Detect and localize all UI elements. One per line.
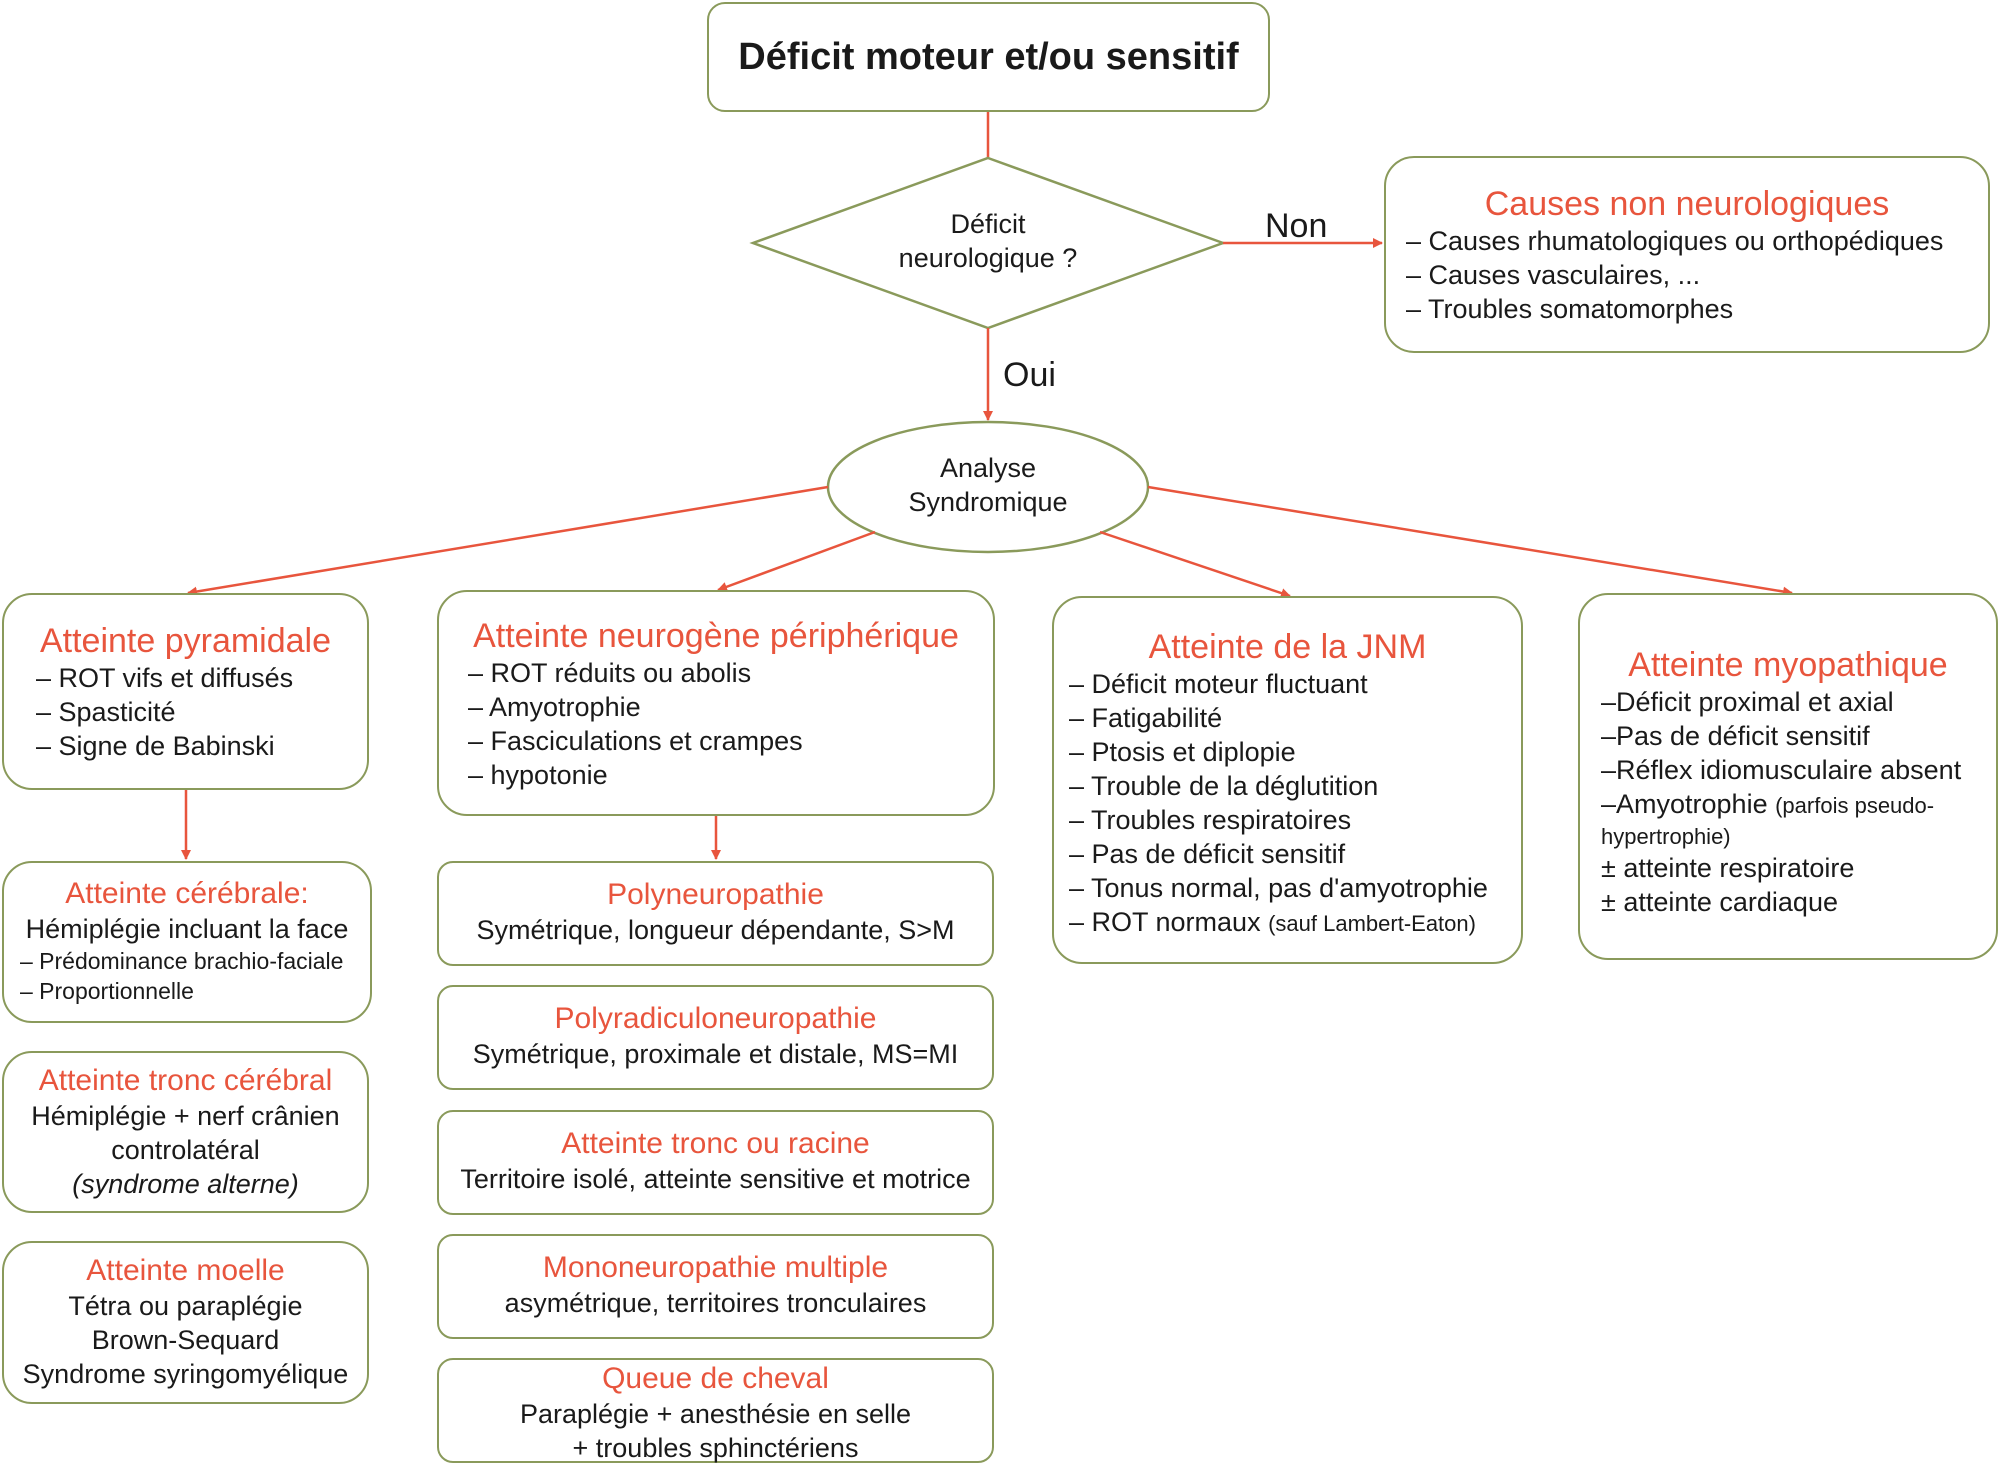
queue-cheval-box: Queue de cheval Paraplégie + anesthésie …	[437, 1358, 994, 1463]
neurogene-item: – Amyotrophie	[468, 692, 641, 722]
analysis-line2: Syndromique	[908, 487, 1068, 517]
myopathique-amyo-note1: (parfois pseudo-	[1775, 793, 1935, 818]
polyradiculo-box: Polyradiculoneuropathie Symétrique, prox…	[437, 985, 994, 1090]
mononeuro-title: Mononeuropathie multiple	[542, 1251, 889, 1284]
neurogene-title: Atteinte neurogène périphérique	[473, 617, 959, 655]
start-box: Déficit moteur et/ou sensitif	[707, 2, 1270, 112]
polyneuro-line: Symétrique, longueur dépendante, S>M	[476, 915, 955, 945]
tronc-racine-line: Territoire isolé, atteinte sensitive et …	[460, 1164, 971, 1194]
polyneuro-title: Polyneuropathie	[607, 878, 824, 911]
myopathique-item: –Réflex idiomusculaire absent	[1601, 755, 1962, 785]
mononeuro-line: asymétrique, territoires tronculaires	[504, 1288, 927, 1318]
start-title: Déficit moteur et/ou sensitif	[738, 36, 1239, 78]
decision-line1: Déficit	[950, 209, 1026, 239]
cerebrale-box: Atteinte cérébrale: Hémiplégie incluant …	[2, 861, 372, 1023]
non-neuro-item: – Causes vasculaires, ...	[1406, 260, 1701, 290]
neurogene-item: – Fasciculations et crampes	[468, 726, 803, 756]
cerebrale-title: Atteinte cérébrale:	[65, 877, 309, 910]
mononeuro-box: Mononeuropathie multiple asymétrique, te…	[437, 1234, 994, 1339]
myopathique-item: –Déficit proximal et axial	[1601, 687, 1894, 717]
tronc-cerebral-line1: Hémiplégie + nerf crânien	[31, 1101, 340, 1131]
myopathique-amyo: –Amyotrophie	[1601, 789, 1768, 819]
arrow-to-myopathique	[1147, 485, 1793, 597]
pyramidale-item: – ROT vifs et diffusés	[36, 663, 294, 693]
polyradiculo-title: Polyradiculoneuropathie	[554, 1002, 877, 1035]
non-neuro-box: Causes non neurologiques – Causes rhumat…	[1384, 156, 1990, 353]
jnm-last-item: – ROT normaux	[1069, 907, 1261, 937]
queue-cheval-line1: Paraplégie + anesthésie en selle	[519, 1399, 912, 1429]
jnm-box: Atteinte de la JNM – Déficit moteur fluc…	[1052, 596, 1523, 964]
neurogene-box: Atteinte neurogène périphérique – ROT ré…	[437, 590, 995, 816]
pyramidale-title: Atteinte pyramidale	[39, 622, 332, 660]
myopathique-item-amyo: –Amyotrophie (parfois pseudo-	[1601, 787, 1996, 823]
tronc-cerebral-title: Atteinte tronc cérébral	[38, 1064, 333, 1097]
non-neuro-item: – Causes rhumatologiques ou orthopédique…	[1406, 226, 1944, 256]
tronc-cerebral-line2: controlatéral	[111, 1135, 260, 1165]
queue-cheval-line2: + troubles sphinctériens	[572, 1433, 859, 1463]
pyramidale-box: Atteinte pyramidale – ROT vifs et diffus…	[2, 593, 369, 790]
jnm-item: – Ptosis et diplopie	[1069, 737, 1296, 767]
tronc-cerebral-line3: (syndrome alterne)	[72, 1169, 299, 1199]
decision-text: Déficit neurologique ?	[848, 207, 1128, 275]
jnm-item: – Fatigabilité	[1069, 703, 1223, 733]
myopathique-extra: ± atteinte respiratoire	[1601, 853, 1855, 883]
myopathique-box: Atteinte myopathique –Déficit proximal e…	[1578, 593, 1998, 960]
jnm-item: – Trouble de la déglutition	[1069, 771, 1379, 801]
analysis-line1: Analyse	[939, 453, 1037, 483]
cerebrale-subitem: – Proportionnelle	[20, 978, 194, 1004]
myopathique-item: –Pas de déficit sensitif	[1601, 721, 1870, 751]
jnm-item: – Troubles respiratoires	[1069, 805, 1352, 835]
moelle-box: Atteinte moelle Tétra ou paraplégie Brow…	[2, 1241, 369, 1404]
jnm-last-note: (sauf Lambert-Eaton)	[1268, 911, 1476, 936]
myopathique-extra: ± atteinte cardiaque	[1601, 887, 1838, 917]
moelle-line: Brown-Sequard	[91, 1325, 280, 1355]
arrow-to-neurogene	[717, 530, 876, 592]
jnm-item: – Tonus normal, pas d'amyotrophie	[1069, 873, 1488, 903]
tronc-racine-title: Atteinte tronc ou racine	[561, 1127, 870, 1160]
jnm-item: – Déficit moteur fluctuant	[1069, 669, 1368, 699]
non-label: Non	[1265, 207, 1328, 245]
arrow-to-pyramidale	[187, 485, 829, 597]
myopathique-amyo-note2: hypertrophie)	[1601, 824, 1731, 849]
polyradiculo-line: Symétrique, proximale et distale, MS=MI	[472, 1039, 959, 1069]
queue-cheval-title: Queue de cheval	[602, 1362, 829, 1395]
non-neuro-item: – Troubles somatomorphes	[1406, 294, 1734, 324]
moelle-line: Tétra ou paraplégie	[68, 1291, 303, 1321]
cerebrale-subitem: – Prédominance brachio-faciale	[20, 948, 344, 974]
decision-line2: neurologique ?	[898, 243, 1078, 273]
moelle-title: Atteinte moelle	[86, 1254, 285, 1287]
jnm-item-last: – ROT normaux (sauf Lambert-Eaton)	[1069, 905, 1521, 941]
tronc-cerebral-box: Atteinte tronc cérébral Hémiplégie + ner…	[2, 1051, 369, 1213]
jnm-item: – Pas de déficit sensitif	[1069, 839, 1346, 869]
arrow-to-jnm	[1099, 530, 1291, 598]
neurogene-item: – ROT réduits ou abolis	[468, 658, 752, 688]
non-neuro-title: Causes non neurologiques	[1484, 185, 1890, 223]
analysis-text: Analyse Syndromique	[868, 451, 1108, 519]
myopathique-title: Atteinte myopathique	[1628, 646, 1948, 684]
moelle-line: Syndrome syringomyélique	[22, 1359, 349, 1389]
neurogene-item: – hypotonie	[468, 760, 608, 790]
pyramidale-item: – Signe de Babinski	[36, 731, 275, 761]
pyramidale-item: – Spasticité	[36, 697, 176, 727]
jnm-title: Atteinte de la JNM	[1148, 628, 1427, 666]
oui-label: Oui	[1003, 356, 1056, 394]
tronc-racine-box: Atteinte tronc ou racine Territoire isol…	[437, 1110, 994, 1215]
polyneuro-box: Polyneuropathie Symétrique, longueur dép…	[437, 861, 994, 966]
cerebrale-line: Hémiplégie incluant la face	[25, 914, 349, 944]
